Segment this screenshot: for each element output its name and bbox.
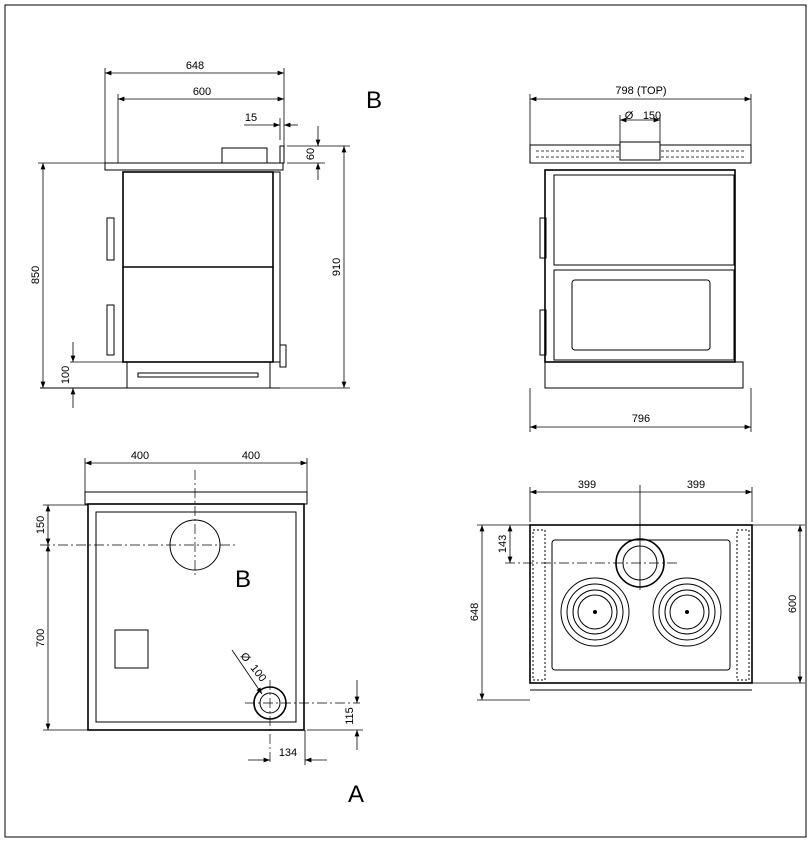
dim-top-width: 798 (TOP) xyxy=(615,85,666,97)
dim-small-flue-diameter: 100 xyxy=(248,662,269,684)
flue-collar xyxy=(221,147,268,164)
plinth xyxy=(544,361,744,389)
door-handle-lower xyxy=(539,309,547,356)
diameter-symbol: Ø xyxy=(238,650,253,664)
dim-left-half: 399 xyxy=(578,479,596,491)
side-view: 648 600 15 60 910 850 100 B xyxy=(30,60,382,408)
door-handle-lower xyxy=(106,304,115,356)
dim-flue-offset: 150 xyxy=(35,516,47,534)
cooking-ring-left xyxy=(560,577,630,647)
door-handle-upper xyxy=(106,217,115,261)
diameter-symbol: Ø xyxy=(625,110,634,122)
plinth xyxy=(126,361,271,389)
access-panel xyxy=(114,629,149,669)
front-view: 798 (TOP) Ø 150 796 xyxy=(529,85,752,432)
dim-right-half: 400 xyxy=(242,450,260,462)
dim-top-step: 60 xyxy=(305,148,317,160)
view-label-b: B xyxy=(366,87,382,114)
rear-rail xyxy=(84,491,308,505)
dim-total-height: 910 xyxy=(331,258,343,276)
view-label-b: B xyxy=(235,566,251,593)
dim-depth: 700 xyxy=(35,629,47,647)
right-vent xyxy=(736,529,750,681)
dim-small-flue-y: 115 xyxy=(344,707,356,725)
dim-base-width: 796 xyxy=(632,413,650,425)
cooker-outline xyxy=(87,503,305,731)
dim-body-depth: 600 xyxy=(193,86,211,98)
hob-plate xyxy=(104,162,284,171)
dim-overall-depth: 648 xyxy=(469,603,481,621)
dim-flue-offset: 143 xyxy=(497,535,509,553)
dim-flue-diameter: 150 xyxy=(643,110,661,122)
dim-offset: 15 xyxy=(245,112,257,124)
dim-plinth: 100 xyxy=(60,366,72,384)
dim-small-flue-x: 134 xyxy=(279,747,297,759)
hob-top xyxy=(529,524,753,684)
plinth-vents xyxy=(137,372,259,378)
upper-door xyxy=(553,174,735,266)
flue-collar xyxy=(619,141,661,161)
dim-overall-depth: 648 xyxy=(186,60,204,72)
cooking-ring-right xyxy=(652,577,722,647)
dim-left-half: 400 xyxy=(131,450,149,462)
door-handle-upper xyxy=(539,217,547,259)
dim-right-half: 399 xyxy=(687,479,705,491)
cooker-front xyxy=(544,169,736,363)
hotplate xyxy=(551,539,731,671)
dim-hob-height: 850 xyxy=(30,266,42,284)
view-label-a: A xyxy=(348,781,364,808)
left-vent xyxy=(532,529,546,681)
oven-door xyxy=(553,269,735,361)
rear-upstand xyxy=(279,145,285,164)
dim-body-depth: 600 xyxy=(787,595,799,613)
rear-panel xyxy=(272,171,281,363)
rear-plan-view: 400 400 150 700 Ø 100 115 134 B A xyxy=(35,450,364,808)
drawing-border xyxy=(4,4,807,838)
top-view: 399 399 143 648 600 xyxy=(469,479,805,701)
oven-window xyxy=(571,279,711,351)
rear-bracket xyxy=(279,344,287,368)
